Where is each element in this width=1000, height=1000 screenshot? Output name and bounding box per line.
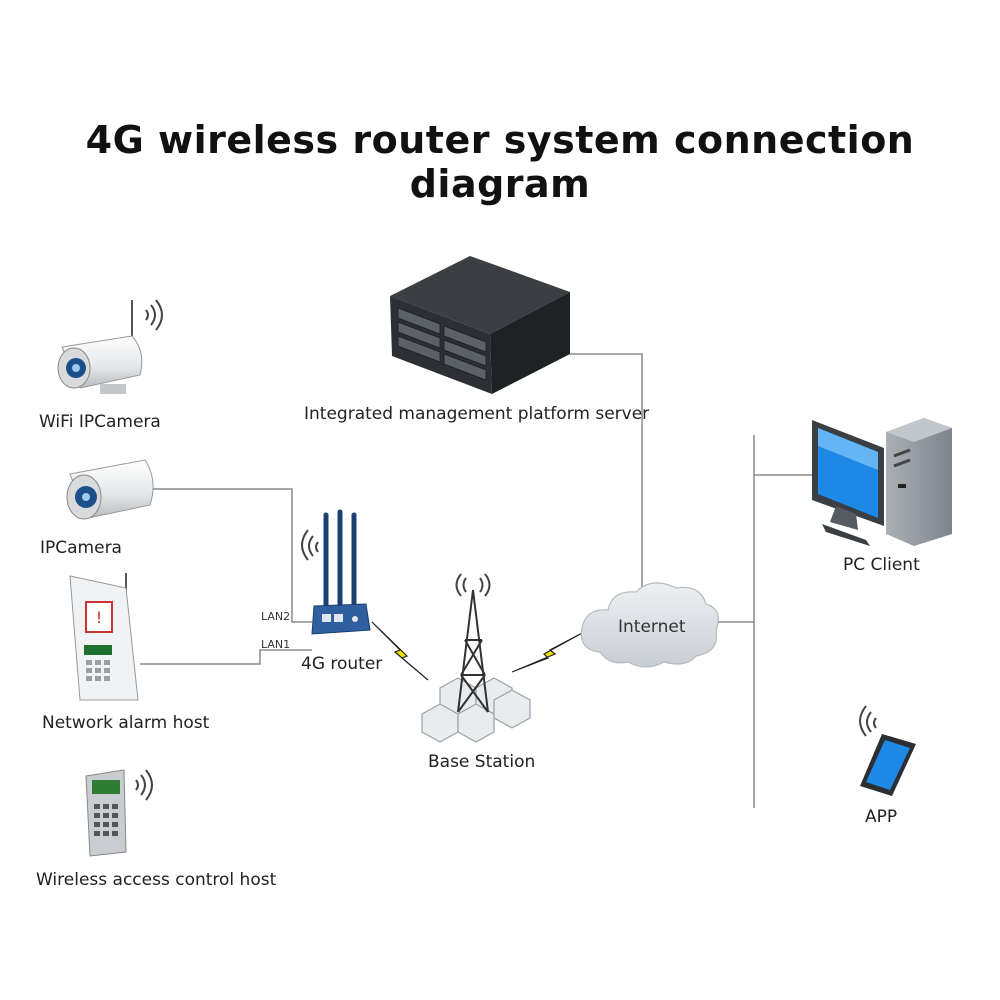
wifi-signal-icon [145, 299, 163, 331]
router-wifi-icon [301, 529, 319, 561]
lightning-bolt-icon [511, 631, 585, 673]
pc-client-label: PC Client [843, 555, 920, 575]
ipcamera-icon [66, 459, 154, 520]
internet-cloud-icon [580, 582, 719, 668]
network-alarm-host-label: Network alarm host [42, 713, 210, 733]
base-station-icon [421, 573, 531, 743]
lightning-bolt-icon [371, 621, 429, 681]
connection-lines [140, 353, 812, 808]
svg-text:!: ! [96, 608, 102, 627]
access-control-wifi-icon [135, 769, 153, 801]
access-control-host-icon [85, 769, 127, 857]
app-label: APP [865, 807, 898, 827]
alarm-link [140, 649, 312, 665]
lan1-port-label: LAN1 [261, 638, 291, 651]
access-control-host-label: Wireless access control host [36, 870, 277, 890]
lan2-port-label: LAN2 [261, 610, 291, 623]
ipcamera-label: IPCamera [40, 538, 122, 558]
phone-icon [860, 734, 916, 796]
internet-label: Internet [618, 617, 686, 637]
server-label: Integrated management platform server [304, 404, 650, 424]
server-link [570, 353, 643, 592]
base-station-label: Base Station [428, 752, 536, 772]
router-label: 4G router [301, 654, 383, 674]
ipcamera-link [152, 488, 312, 623]
phone-wifi-icon [859, 705, 877, 737]
wifi-ipcamera-label: WiFi IPCamera [39, 412, 161, 432]
wifi-ipcamera-icon [57, 300, 143, 394]
network-alarm-host-icon: ! [69, 573, 139, 701]
pc-client-icon [812, 418, 952, 546]
router-icon [311, 509, 371, 635]
server-icon [390, 256, 570, 394]
diagram-title: 4G wireless router system connection dia… [85, 118, 915, 206]
